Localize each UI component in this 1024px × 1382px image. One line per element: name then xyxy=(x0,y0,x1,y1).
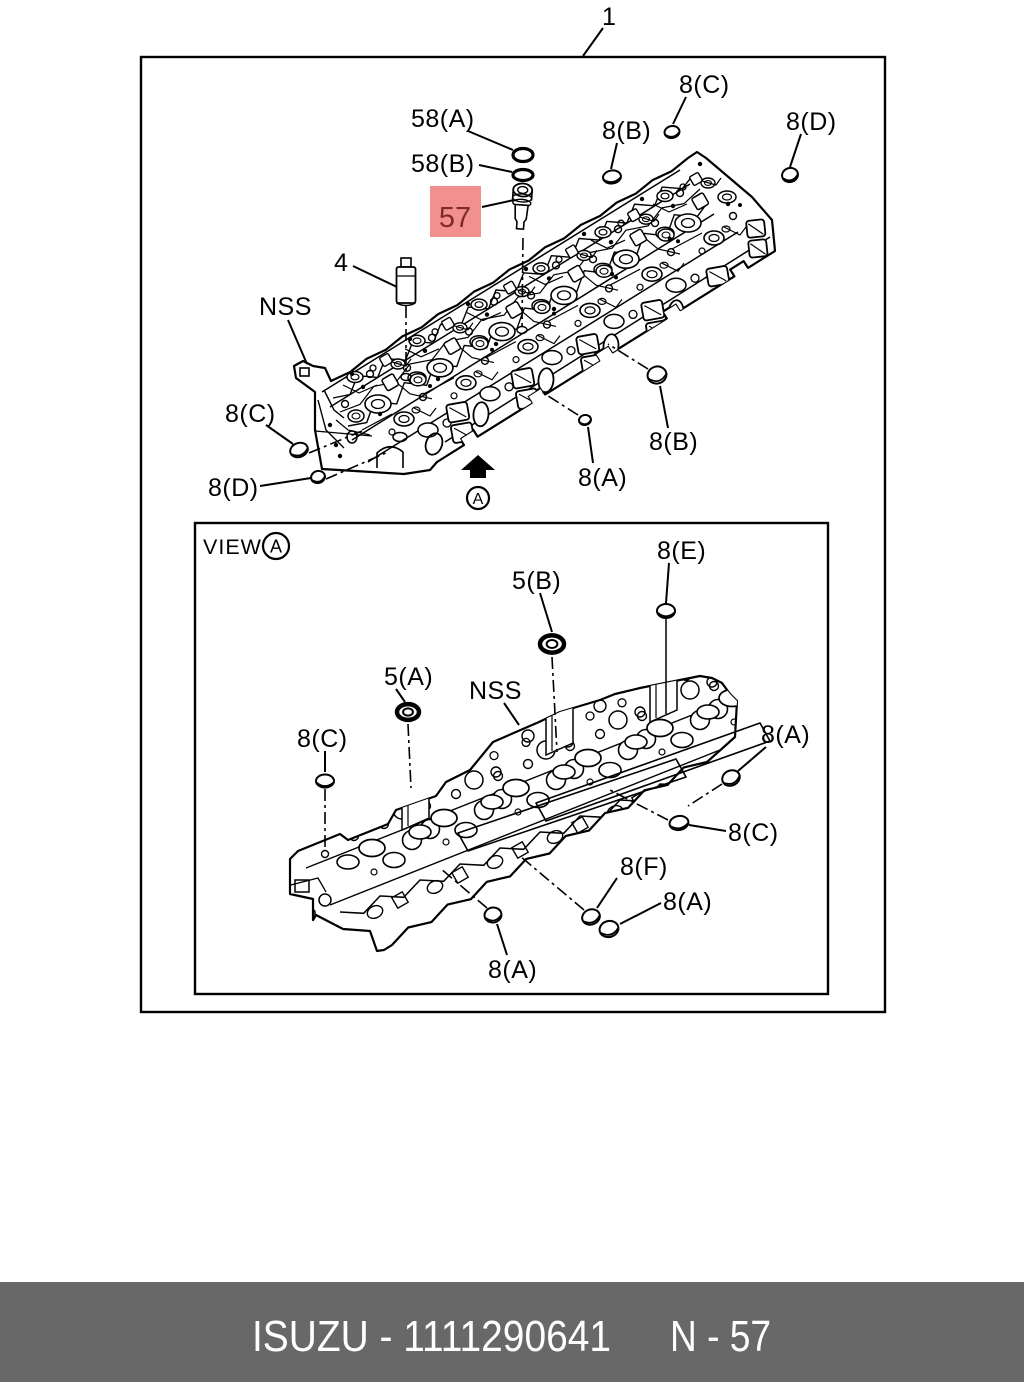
svg-text:5(A): 5(A) xyxy=(384,663,433,691)
svg-text:8(B): 8(B) xyxy=(602,117,651,145)
svg-text:VIEW: VIEW xyxy=(203,535,262,559)
svg-text:8(B): 8(B) xyxy=(649,428,698,456)
svg-text:N - 57: N - 57 xyxy=(670,1313,771,1361)
svg-text:8(D): 8(D) xyxy=(786,108,837,136)
svg-text:8(C): 8(C) xyxy=(679,71,730,99)
svg-text:8(A): 8(A) xyxy=(663,888,712,916)
svg-text:8(A): 8(A) xyxy=(488,956,537,984)
svg-text:8(D): 8(D) xyxy=(208,474,259,502)
svg-text:A: A xyxy=(473,491,484,508)
svg-text:1: 1 xyxy=(602,3,616,31)
svg-text:58(B): 58(B) xyxy=(411,150,475,178)
svg-text:NSS: NSS xyxy=(469,677,522,705)
svg-text:8(E): 8(E) xyxy=(657,537,706,565)
svg-text:8(A): 8(A) xyxy=(578,464,627,492)
svg-text:NSS: NSS xyxy=(259,293,312,321)
svg-text:A: A xyxy=(270,536,282,556)
svg-text:57: 57 xyxy=(439,202,471,234)
svg-text:8(C): 8(C) xyxy=(728,819,779,847)
svg-text:4: 4 xyxy=(334,249,348,277)
svg-text:58(A): 58(A) xyxy=(411,105,475,133)
svg-text:8(C): 8(C) xyxy=(225,400,276,428)
svg-text:5(B): 5(B) xyxy=(512,567,561,595)
svg-text:8(A): 8(A) xyxy=(761,721,810,749)
svg-text:ISUZU - 1111290641: ISUZU - 1111290641 xyxy=(252,1313,611,1361)
svg-text:8(C): 8(C) xyxy=(297,725,348,753)
svg-text:8(F): 8(F) xyxy=(620,853,668,881)
